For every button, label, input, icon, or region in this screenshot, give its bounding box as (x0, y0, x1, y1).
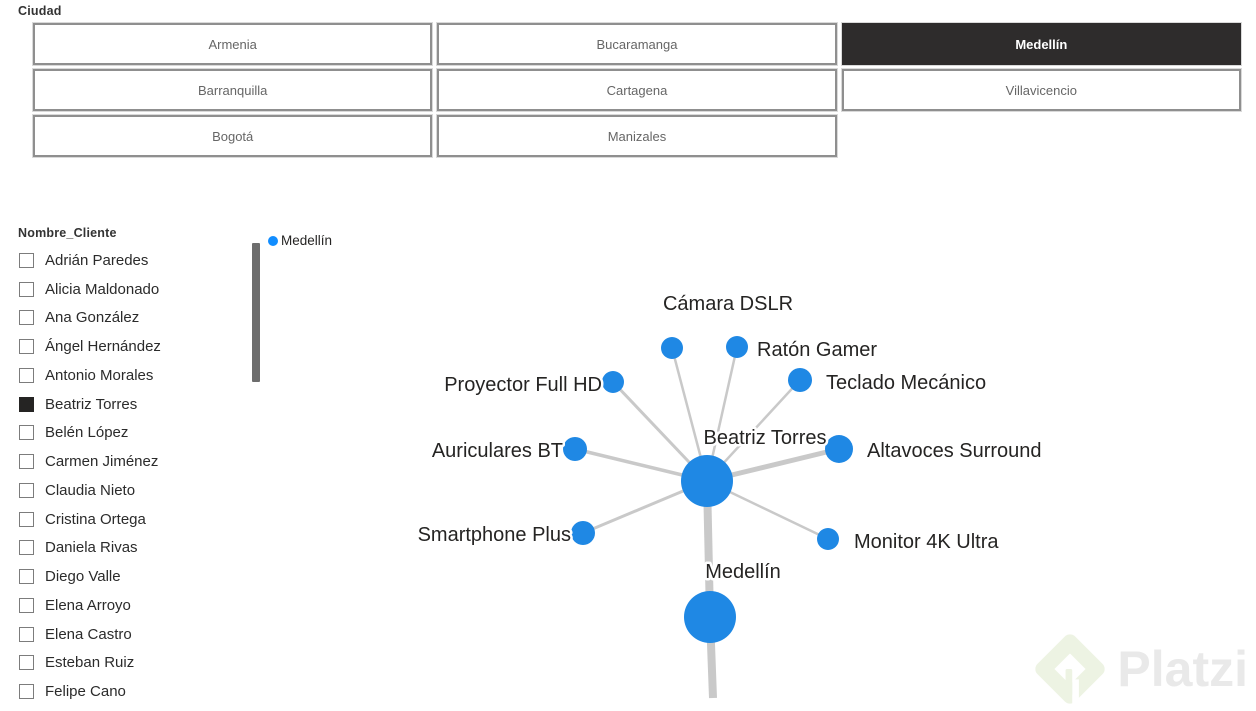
node-raton-gamer[interactable] (726, 336, 748, 358)
cliente-item-carmen-jimenez[interactable]: Carmen Jiménez (18, 447, 264, 476)
platzi-watermark: Platzi (1033, 631, 1248, 707)
checkbox-checked-icon[interactable] (19, 396, 34, 412)
legend-item-medellin: Medellín (268, 233, 332, 248)
node-label-altavoces-surround: Altavoces Surround (867, 440, 1042, 462)
ciudad-option-armenia[interactable]: Armenia (31, 22, 434, 66)
ciudad-option-bogota[interactable]: Bogotá (31, 114, 434, 158)
checkbox-unchecked-icon[interactable] (19, 684, 34, 700)
cliente-item-antonio-morales[interactable]: Antonio Morales (18, 361, 264, 390)
cliente-item-label: Belén López (45, 424, 129, 442)
chart-legend: Medellín (268, 233, 332, 248)
ciudad-option-medellin[interactable]: Medellín (840, 22, 1243, 66)
node-label-teclado-mecanico: Teclado Mecánico (826, 372, 986, 394)
node-label-auriculares-bt: Auriculares BT (432, 440, 563, 462)
node-label-raton-gamer: Ratón Gamer (757, 339, 877, 361)
cliente-item-label: Elena Arroyo (45, 596, 131, 614)
ciudad-slicer-title: Ciudad (18, 4, 62, 18)
cliente-item-label: Beatriz Torres (45, 395, 138, 413)
cliente-item-label: Carmen Jiménez (45, 453, 159, 471)
node-altavoces-surround[interactable] (825, 435, 853, 463)
cliente-scrollbar[interactable] (252, 243, 260, 382)
checkbox-unchecked-icon[interactable] (19, 569, 34, 585)
node-auriculares-bt[interactable] (563, 437, 587, 461)
cliente-item-elena-arroyo[interactable]: Elena Arroyo (18, 591, 264, 620)
cliente-item-angel-hernandez[interactable]: Ángel Hernández (18, 332, 264, 361)
cliente-item-label: Alicia Maldonado (45, 280, 160, 298)
node-proyector-full-hd[interactable] (602, 371, 624, 393)
node-camara-dslr[interactable] (661, 337, 683, 359)
checkbox-unchecked-icon[interactable] (19, 310, 34, 326)
cliente-item-alicia-maldonado[interactable]: Alicia Maldonado (18, 275, 264, 304)
checkbox-unchecked-icon[interactable] (19, 482, 34, 498)
checkbox-unchecked-icon[interactable] (19, 252, 34, 268)
cliente-item-label: Antonio Morales (45, 366, 154, 384)
cliente-item-label: Diego Valle (45, 568, 121, 586)
checkbox-unchecked-icon[interactable] (19, 597, 34, 613)
checkbox-unchecked-icon[interactable] (19, 454, 34, 470)
checkbox-unchecked-icon[interactable] (19, 425, 34, 441)
node-smartphone-plus[interactable] (571, 521, 595, 545)
cliente-item-elena-castro[interactable]: Elena Castro (18, 620, 264, 649)
cliente-item-label: Esteban Ruiz (45, 654, 135, 672)
cliente-item-ana-gonzalez[interactable]: Ana González (18, 304, 264, 333)
ciudad-option-villavicencio[interactable]: Villavicencio (840, 68, 1243, 112)
cliente-item-belen-lopez[interactable]: Belén López (18, 419, 264, 448)
node-beatriz-torres[interactable] (681, 455, 733, 507)
node-label-proyector-full-hd: Proyector Full HD (444, 374, 602, 396)
legend-label: Medellín (281, 233, 333, 248)
node-label-smartphone-plus: Smartphone Plus (418, 524, 571, 546)
cliente-slicer-title: Nombre_Cliente (18, 226, 117, 240)
ciudad-option-bucaramanga[interactable]: Bucaramanga (436, 22, 838, 66)
cliente-item-diego-valle[interactable]: Diego Valle (18, 562, 264, 591)
cliente-item-label: Cristina Ortega (45, 510, 146, 528)
cliente-item-label: Felipe Cano (45, 683, 126, 701)
checkbox-unchecked-icon[interactable] (19, 655, 34, 671)
checkbox-unchecked-icon[interactable] (19, 540, 34, 556)
cliente-item-label: Ángel Hernández (45, 338, 161, 356)
ciudad-option-barranquilla[interactable]: Barranquilla (31, 68, 434, 112)
checkbox-unchecked-icon[interactable] (19, 367, 34, 383)
cliente-item-daniela-rivas[interactable]: Daniela Rivas (18, 534, 264, 563)
node-label-monitor-4k-ultra: Monitor 4K Ultra (854, 531, 999, 553)
cliente-item-label: Claudia Nieto (45, 481, 136, 499)
node-label-medellin: Medellín (705, 561, 781, 583)
checkbox-unchecked-icon[interactable] (19, 281, 34, 297)
node-monitor-4k-ultra[interactable] (817, 528, 839, 550)
cliente-item-adrian-paredes[interactable]: Adrián Paredes (18, 246, 264, 275)
platzi-logo-icon (1035, 634, 1106, 704)
ciudad-option-manizales[interactable]: Manizales (436, 114, 838, 158)
node-label-beatriz-torres: Beatriz Torres (703, 427, 826, 449)
cliente-item-claudia-nieto[interactable]: Claudia Nieto (18, 476, 264, 505)
checkbox-unchecked-icon[interactable] (19, 626, 34, 642)
cliente-item-label: Ana González (45, 309, 140, 327)
cliente-item-felipe-cano[interactable]: Felipe Cano (18, 677, 264, 706)
node-label-camara-dslr: Cámara DSLR (663, 293, 793, 315)
node-medellin[interactable] (684, 591, 736, 643)
cliente-item-label: Adrián Paredes (45, 251, 149, 269)
cliente-item-beatriz-torres[interactable]: Beatriz Torres (18, 390, 264, 419)
legend-dot-icon (268, 235, 278, 246)
platzi-wordmark: Platzi (1117, 641, 1248, 697)
cliente-item-label: Elena Castro (45, 625, 132, 643)
cliente-item-esteban-ruiz[interactable]: Esteban Ruiz (18, 649, 264, 678)
cliente-item-label: Daniela Rivas (45, 539, 138, 557)
ciudad-option-cartagena[interactable]: Cartagena (436, 68, 838, 112)
cliente-item-cristina-ortega[interactable]: Cristina Ortega (18, 505, 264, 534)
node-teclado-mecanico[interactable] (788, 368, 812, 392)
checkbox-unchecked-icon[interactable] (19, 339, 34, 355)
checkbox-unchecked-icon[interactable] (19, 511, 34, 527)
